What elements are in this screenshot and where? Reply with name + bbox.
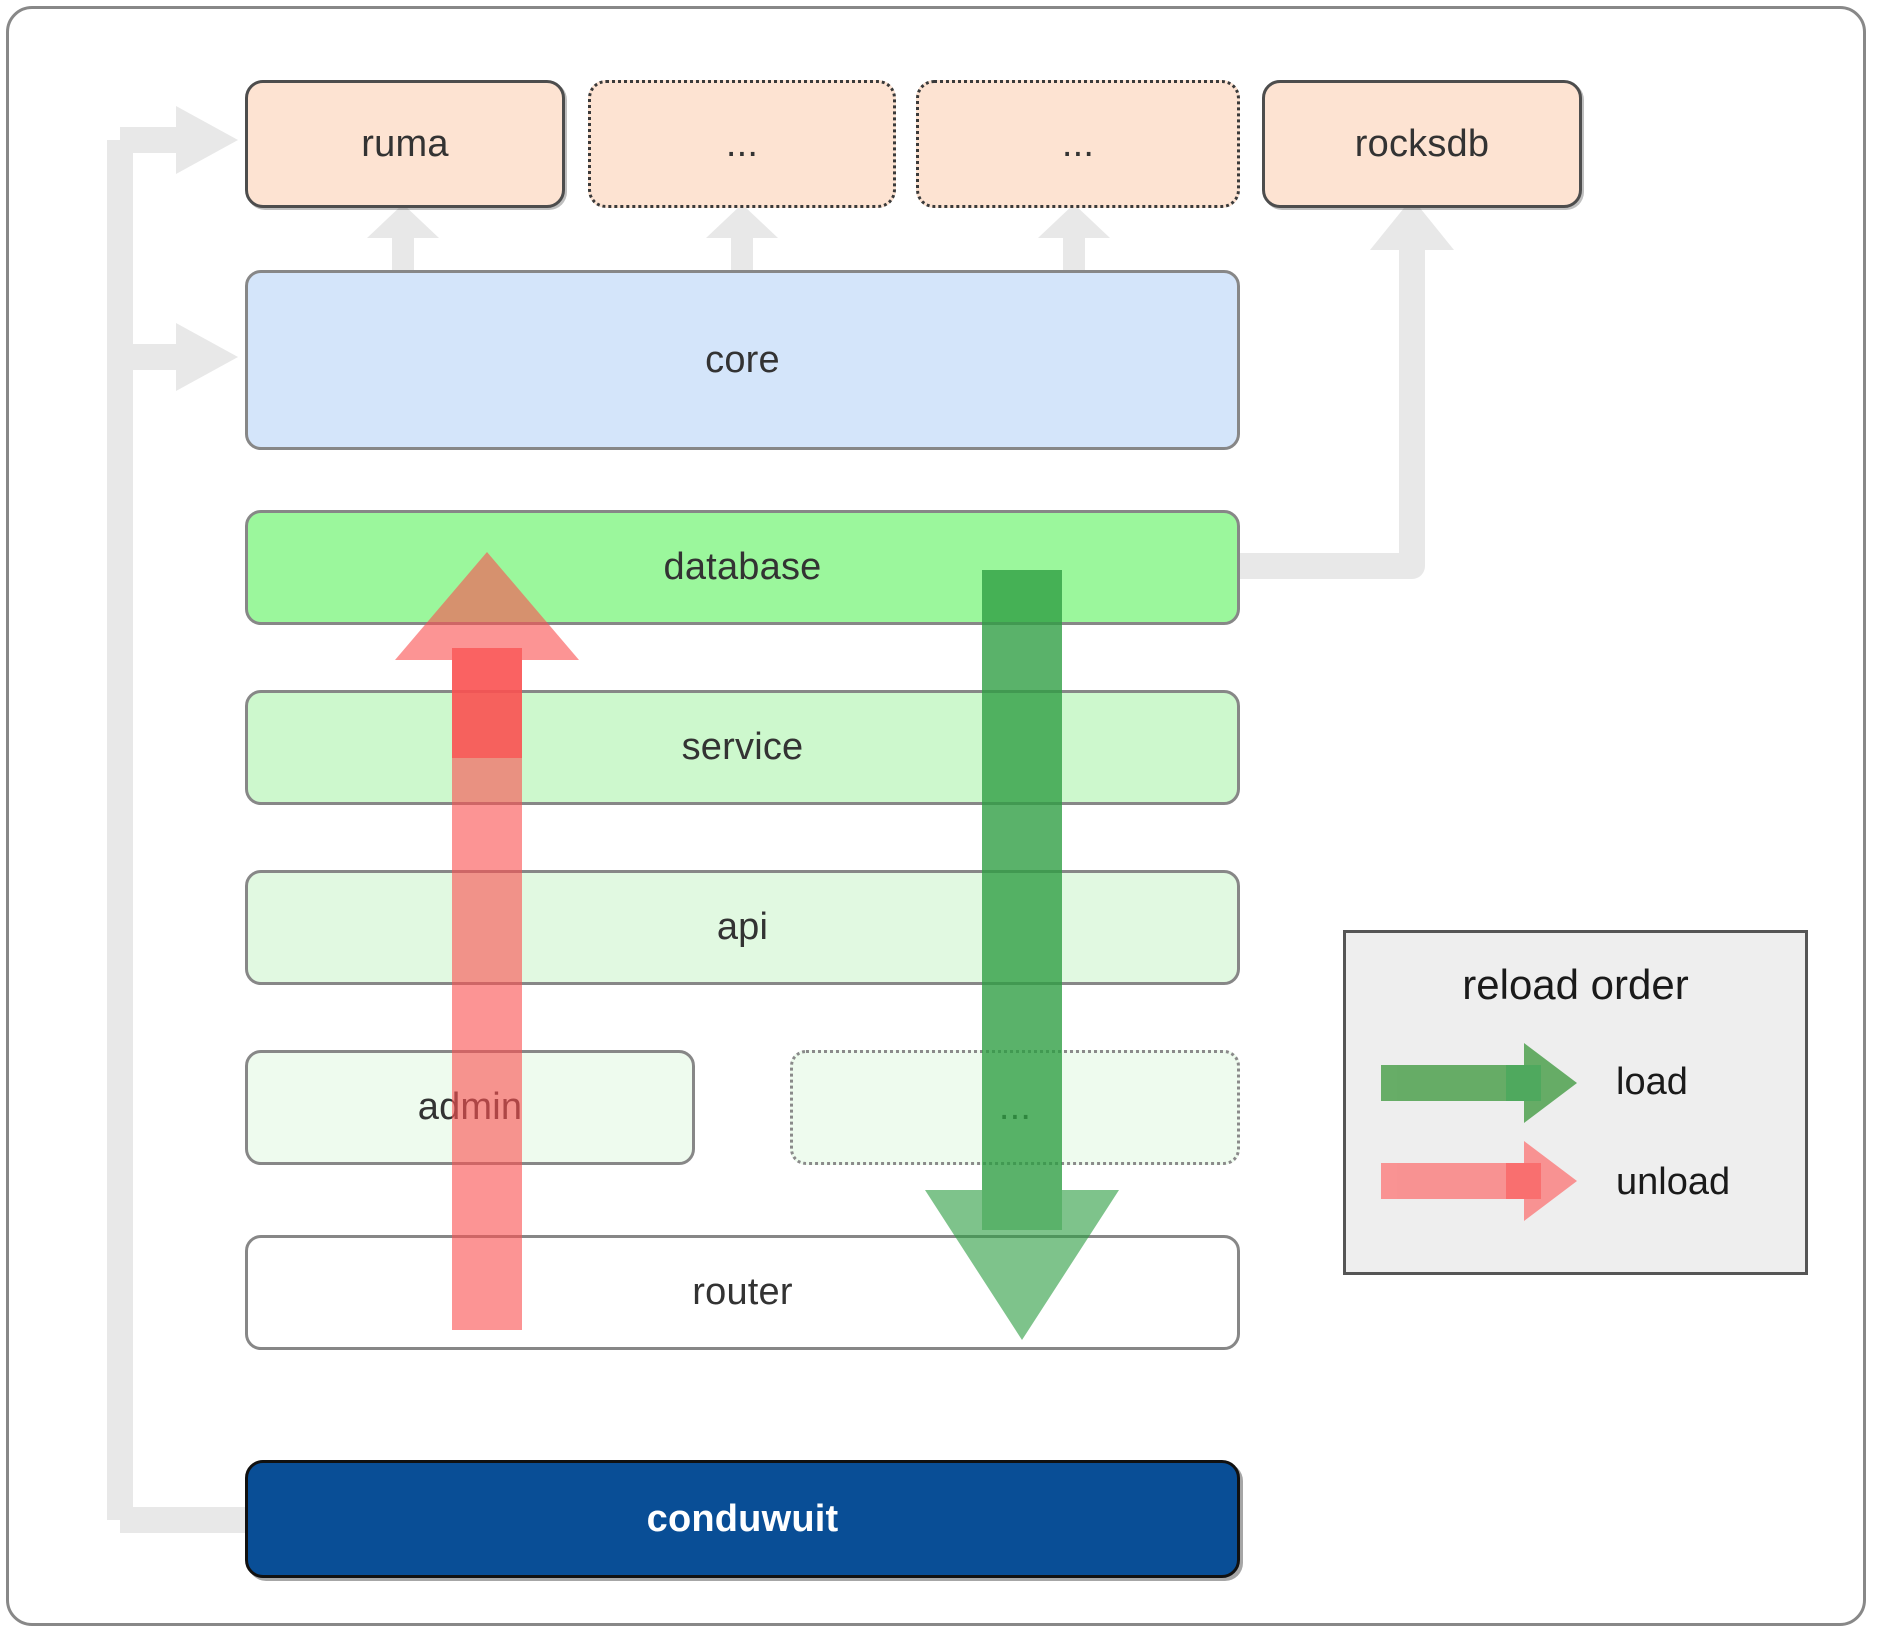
legend-arrow-svg <box>1381 1043 1577 1221</box>
node-admin-label: admin <box>417 1086 523 1128</box>
node-conduwuit[interactable]: conduwuit <box>245 1460 1240 1578</box>
node-admin[interactable]: admin <box>245 1050 695 1165</box>
node-dep-placeholder-1-label: ... <box>725 122 759 165</box>
node-ruma[interactable]: ruma <box>245 80 565 208</box>
node-api[interactable]: api <box>245 870 1240 985</box>
node-service-label: service <box>681 726 804 768</box>
node-api-label: api <box>716 906 769 948</box>
node-dep-placeholder-2-label: ... <box>1061 122 1095 165</box>
node-core-label: core <box>705 338 780 381</box>
node-router-label: router <box>692 1271 793 1313</box>
legend-unload-label: unload <box>1616 1161 1731 1203</box>
legend-load-arrow <box>1381 1043 1577 1123</box>
node-database[interactable]: database <box>245 510 1240 625</box>
node-rocksdb[interactable]: rocksdb <box>1262 80 1582 208</box>
legend-load-label: load <box>1616 1061 1688 1103</box>
node-dep-placeholder-1[interactable]: ... <box>588 80 896 208</box>
node-app-placeholder-label: ... <box>998 1086 1032 1128</box>
node-ruma-label: ruma <box>361 122 449 165</box>
legend-unload-arrow <box>1381 1141 1577 1221</box>
node-service[interactable]: service <box>245 690 1240 805</box>
node-rocksdb-label: rocksdb <box>1354 122 1490 165</box>
node-app-placeholder[interactable]: ... <box>790 1050 1240 1165</box>
node-conduwuit-label: conduwuit <box>646 1497 839 1540</box>
node-router[interactable]: router <box>245 1235 1240 1350</box>
node-core[interactable]: core <box>245 270 1240 450</box>
legend-title: reload order <box>1462 961 1689 1008</box>
diagram-outer-frame <box>6 6 1866 1626</box>
node-database-label: database <box>663 546 822 588</box>
node-dep-placeholder-2[interactable]: ... <box>916 80 1240 208</box>
legend-panel: reload order load unload <box>1343 930 1808 1275</box>
